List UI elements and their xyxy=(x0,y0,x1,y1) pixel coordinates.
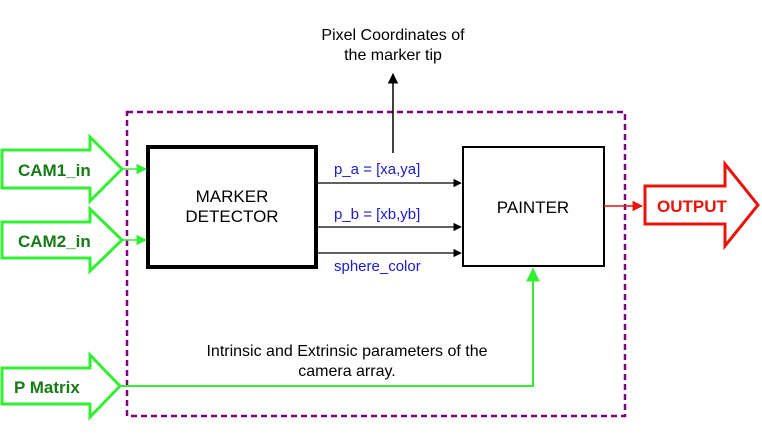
pmatrix-connector xyxy=(120,267,540,387)
output-arrow xyxy=(643,159,760,251)
marker-detector-block xyxy=(146,145,318,269)
top-note-line2: the marker tip xyxy=(344,47,442,64)
painter-label: PAINTER xyxy=(497,198,569,217)
bottom-note-line1: Intrinsic and Extrinsic parameters of th… xyxy=(206,343,487,360)
p-a-label: p_a = [xa,ya] xyxy=(334,161,420,178)
detector-label-line2: DETECTOR xyxy=(185,207,278,226)
output-label: OUTPUT xyxy=(657,197,728,216)
cam1-input-arrow xyxy=(0,133,125,205)
system-boundary xyxy=(125,110,627,418)
painter-block xyxy=(462,146,605,267)
pmatrix-label: P Matrix xyxy=(14,378,80,397)
cam1-label: CAM1_in xyxy=(18,161,91,180)
detector-label-line1: MARKER xyxy=(196,187,269,206)
cam2-input-arrow xyxy=(0,205,125,275)
p-b-label: p_b = [xb,yb] xyxy=(334,206,420,223)
cam2-label: CAM2_in xyxy=(18,232,91,251)
bottom-note-line2: camera array. xyxy=(298,363,396,380)
top-note-line1: Pixel Coordinates of xyxy=(321,27,465,44)
sphere-color-label: sphere_color xyxy=(334,258,421,275)
pmatrix-input-arrow xyxy=(0,351,123,421)
